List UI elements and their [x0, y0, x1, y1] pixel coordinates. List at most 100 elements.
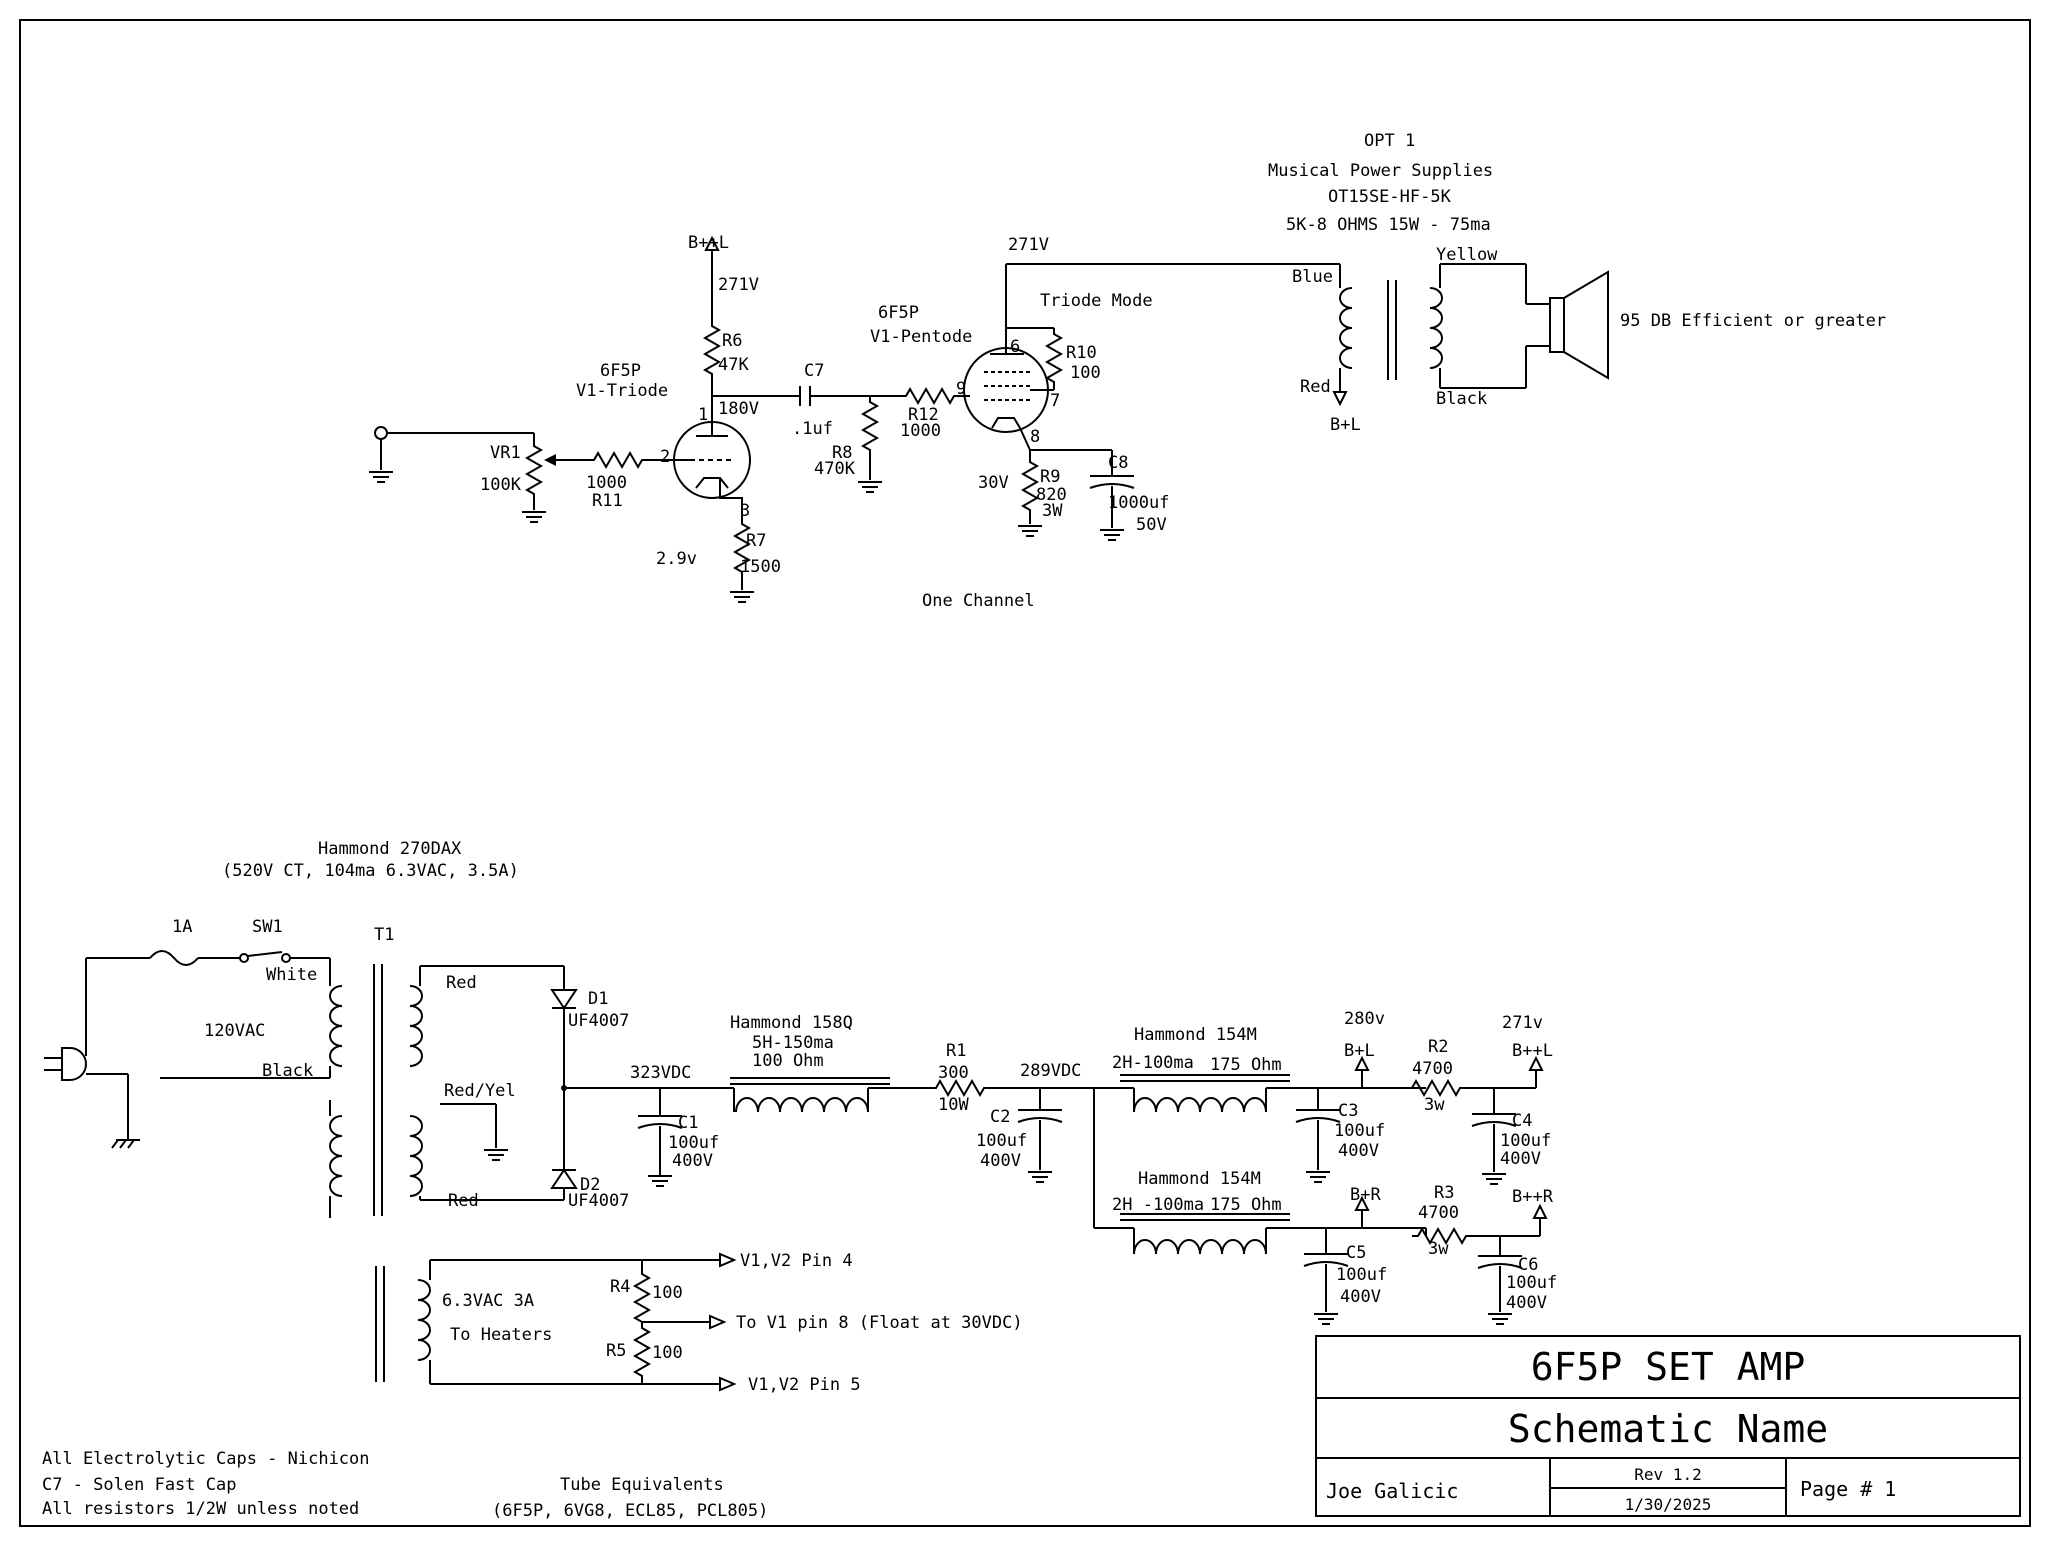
tube-equiv-title: Tube Equivalents: [560, 1475, 724, 1495]
r2-watt: 3w: [1424, 1095, 1445, 1115]
heater-winding: [375, 1260, 431, 1384]
r6-resistor: [704, 319, 720, 381]
r7-value: 1500: [740, 557, 781, 577]
pin8-label: 8: [1030, 427, 1040, 447]
bppl-label: B++L: [688, 233, 729, 253]
redyel-wire-label: Red/Yel: [444, 1081, 516, 1101]
notes-labels: All Electrolytic Caps - Nichicon C7 - So…: [42, 1449, 768, 1521]
c6-voltage: 400V: [1506, 1293, 1547, 1313]
d2-value: UF4007: [568, 1191, 629, 1211]
r6-value: 47K: [718, 355, 749, 375]
pin7-label: 7: [1050, 391, 1060, 411]
bppl-psu-label: B++L: [1512, 1041, 1553, 1061]
t1-label: T1: [374, 925, 394, 945]
wire-red-label: Red: [1300, 377, 1331, 397]
opt-label-2: Musical Power Supplies: [1268, 161, 1493, 181]
pin8-destination: To V1 pin 8 (Float at 30VDC): [736, 1313, 1023, 1333]
r3-value: 4700: [1418, 1203, 1459, 1223]
heater-label-2: To Heaters: [450, 1325, 552, 1345]
wire-yellow-label: Yellow: [1436, 245, 1498, 265]
title-text: 6F5P SET AMP: [1531, 1345, 1806, 1389]
c4-label: C4: [1512, 1111, 1532, 1131]
c5-label: C5: [1346, 1243, 1366, 1263]
cathode-voltage-label: 2.9v: [656, 549, 697, 569]
r3-watt: 3w: [1428, 1239, 1449, 1259]
fuse-label: 1A: [172, 917, 192, 937]
r9-resistor: [1022, 455, 1038, 517]
c3-voltage: 400V: [1338, 1141, 1379, 1161]
author-name: Joe Galicic: [1326, 1479, 1458, 1503]
v280-label: 280v: [1344, 1009, 1385, 1029]
note-2: C7 - Solen Fast Cap: [42, 1475, 236, 1495]
r9-label: R9: [1040, 467, 1060, 487]
title-block: 6F5P SET AMP Schematic Name Joe Galicic …: [1315, 1335, 2021, 1517]
sw1-label: SW1: [252, 917, 283, 937]
choke-154m-right: [1133, 1239, 1267, 1255]
page-number: Page # 1: [1800, 1477, 1896, 1501]
choke1-label-1: Hammond 158Q: [730, 1013, 853, 1033]
d1-label: D1: [588, 989, 608, 1009]
r3-label: R3: [1434, 1183, 1454, 1203]
c7-value: .1uf: [792, 419, 833, 439]
r9-value: 820: [1036, 485, 1067, 505]
c7-label: C7: [804, 361, 824, 381]
choke3-label-1: Hammond 154M: [1138, 1169, 1261, 1189]
red-wire-label-2: Red: [448, 1191, 479, 1211]
c8-value: 1000uf: [1108, 493, 1169, 513]
r6-label: R6: [722, 331, 742, 351]
pin5-destination: V1,V2 Pin 5: [748, 1375, 861, 1395]
choke2-label-2: 2H-100ma: [1112, 1053, 1194, 1073]
r4-label: R4: [610, 1277, 630, 1297]
r2-value: 4700: [1412, 1059, 1453, 1079]
choke1-label-2: 5H-150ma: [752, 1033, 834, 1053]
r1-label: R1: [946, 1041, 966, 1061]
r10-resistor: [1046, 327, 1062, 389]
r7-label: R7: [746, 531, 766, 551]
v1-triode-label-1: 6F5P: [600, 361, 641, 381]
power-supply-section: [44, 950, 1547, 1391]
c4-value: 100uf: [1500, 1131, 1551, 1151]
v1-pentode-label-1: 6F5P: [878, 303, 919, 323]
c2-voltage: 400V: [980, 1151, 1021, 1171]
r4-resistor: [634, 1267, 650, 1329]
r4-value: 100: [652, 1283, 683, 1303]
opt-label-3: OT15SE-HF-5K: [1328, 187, 1452, 207]
r1-value: 300: [938, 1063, 969, 1083]
r8-label: R8: [832, 443, 852, 463]
pin1-label: 1: [698, 405, 708, 425]
choke-154m-left: [1133, 1097, 1267, 1113]
pt-label-1: Hammond 270DAX: [318, 839, 462, 859]
choke-158q: [735, 1097, 869, 1113]
r5-resistor: [634, 1321, 650, 1383]
v323-label: 323VDC: [630, 1063, 691, 1083]
r12-value: 1000: [900, 421, 941, 441]
c8-label: C8: [1108, 453, 1128, 473]
choke3-label-3: 175 Ohm: [1210, 1195, 1282, 1215]
c3-value: 100uf: [1334, 1121, 1385, 1141]
sw1-switch[interactable]: [247, 951, 283, 957]
pin3-label: 3: [740, 501, 750, 521]
vr1-label: VR1: [490, 443, 521, 463]
r8-value: 470K: [814, 459, 856, 479]
pin9-label: 9: [956, 379, 966, 399]
c1-voltage: 400V: [672, 1151, 713, 1171]
pt-label-2: (520V CT, 104ma 6.3VAC, 3.5A): [222, 861, 519, 881]
choke2-label-1: Hammond 154M: [1134, 1025, 1257, 1045]
pin4-destination: V1,V2 Pin 4: [740, 1251, 853, 1271]
vr1-potentiometer[interactable]: [526, 439, 542, 501]
r10-label: R10: [1066, 343, 1097, 363]
heater-label-1: 6.3VAC 3A: [442, 1291, 534, 1311]
d1-value: UF4007: [568, 1011, 629, 1031]
fuse-1a: [149, 950, 199, 966]
tube-equiv-list: (6F5P, 6VG8, ECL85, PCL805): [492, 1501, 768, 1521]
choke1-label-3: 100 Ohm: [752, 1051, 824, 1071]
input-jack[interactable]: [374, 426, 388, 440]
red-wire-label-1: Red: [446, 973, 477, 993]
wire-black-label: Black: [1436, 389, 1487, 409]
vac-label: 120VAC: [204, 1021, 265, 1041]
revision: Rev 1.2: [1634, 1465, 1701, 1484]
r9-watt: 3W: [1042, 501, 1063, 521]
c8-capacitor: [1089, 475, 1135, 528]
triode-mode-label: Triode Mode: [1040, 291, 1153, 311]
c4-voltage: 400V: [1500, 1149, 1541, 1169]
